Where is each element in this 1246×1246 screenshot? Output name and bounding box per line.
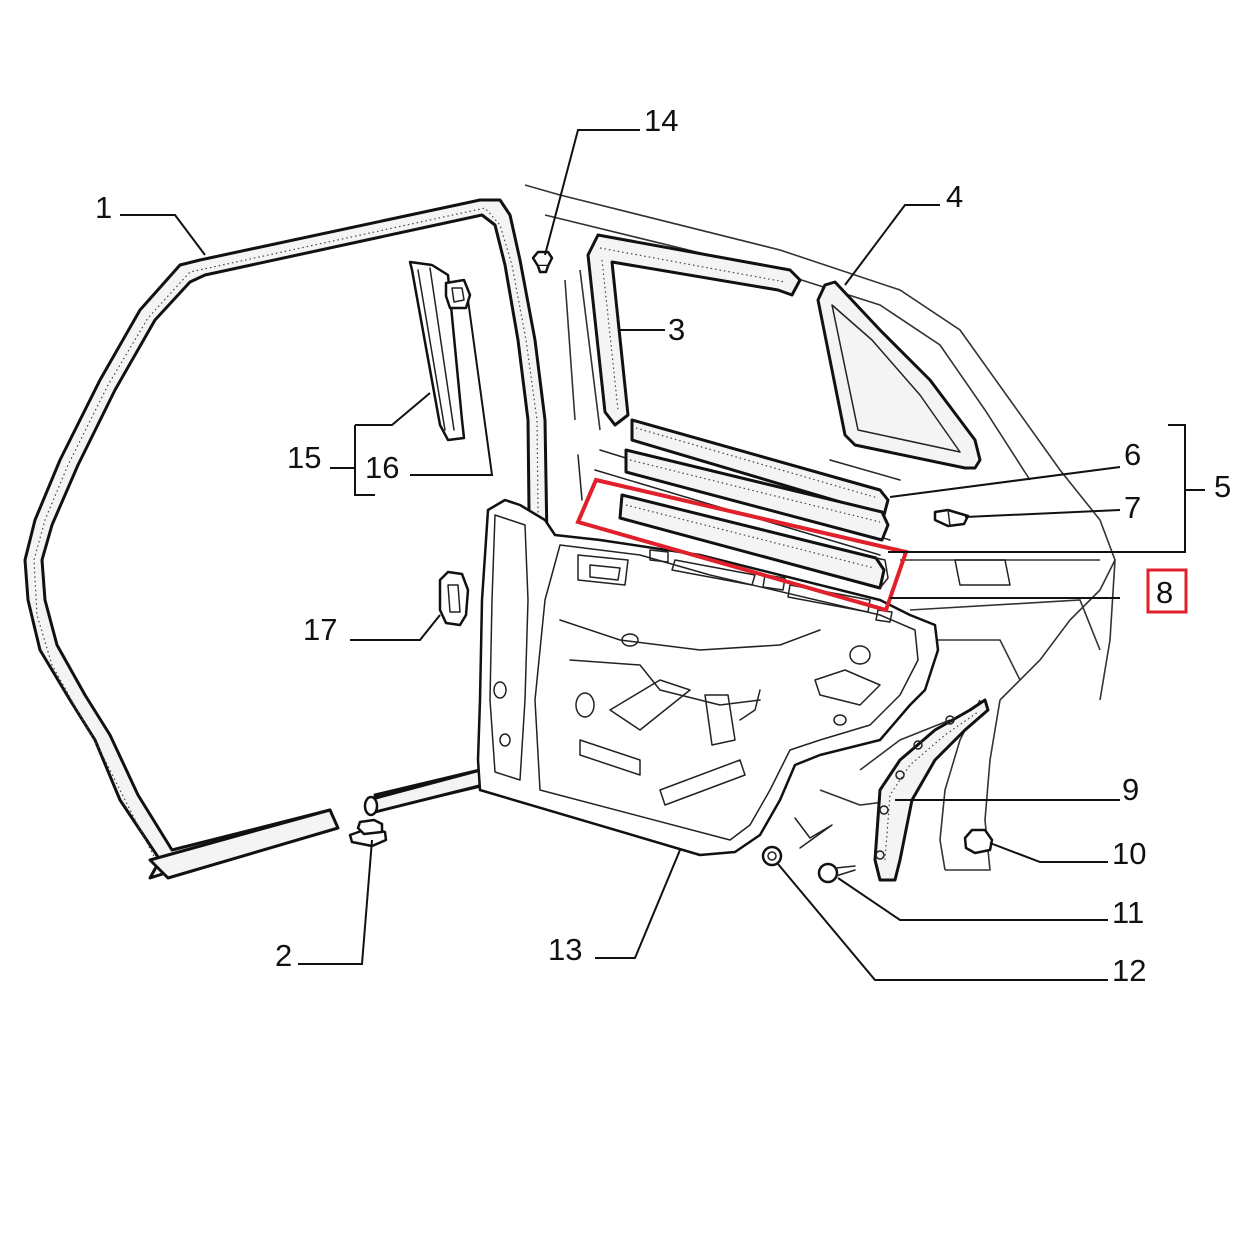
label-part-17: 17 <box>303 612 337 647</box>
beltline-strip-part-8 <box>618 493 889 590</box>
label-part-4: 4 <box>946 179 963 214</box>
quarter-glass-part-4 <box>816 280 982 470</box>
label-part-13: 13 <box>548 932 582 967</box>
highlight-box-label-8 <box>1146 568 1188 614</box>
nut-part-12 <box>761 845 783 867</box>
label-part-2: 2 <box>275 938 292 973</box>
plug-part-10 <box>963 828 994 855</box>
door-seal-part-1 <box>23 198 550 880</box>
bracket-part-16 <box>444 278 472 310</box>
label-part-11: 11 <box>1112 895 1144 930</box>
beltline-strip-part-6 <box>624 418 890 542</box>
label-part-15: 15 <box>287 440 321 475</box>
label-part-14: 14 <box>644 103 678 138</box>
part-number-labels: 1 2 3 4 5 6 7 8 9 10 11 12 13 14 15 16 1… <box>95 103 1231 988</box>
window-channel-part-3 <box>586 233 802 427</box>
clip-part-7 <box>933 508 970 528</box>
wheel-arch-trim-part-9 <box>873 698 990 882</box>
inner-door-panel-part-13 <box>476 498 940 857</box>
label-part-8: 8 <box>1156 575 1173 610</box>
label-part-9: 9 <box>1122 772 1139 807</box>
label-part-12: 12 <box>1112 953 1146 988</box>
label-part-16: 16 <box>365 450 399 485</box>
label-part-6: 6 <box>1124 437 1141 472</box>
leader-lines <box>120 129 1205 981</box>
door-stop-pin-part-2 <box>348 818 388 848</box>
grommet-part-17 <box>438 570 470 627</box>
label-part-5: 5 <box>1214 469 1231 504</box>
label-part-10: 10 <box>1112 836 1146 871</box>
detail-marker <box>794 817 833 849</box>
highlight-frame-part-8 <box>575 477 909 613</box>
clip-part-14 <box>531 250 554 274</box>
label-part-1: 1 <box>95 190 112 225</box>
label-part-3: 3 <box>668 312 685 347</box>
label-part-7: 7 <box>1124 490 1141 525</box>
screw-part-11 <box>817 862 856 884</box>
